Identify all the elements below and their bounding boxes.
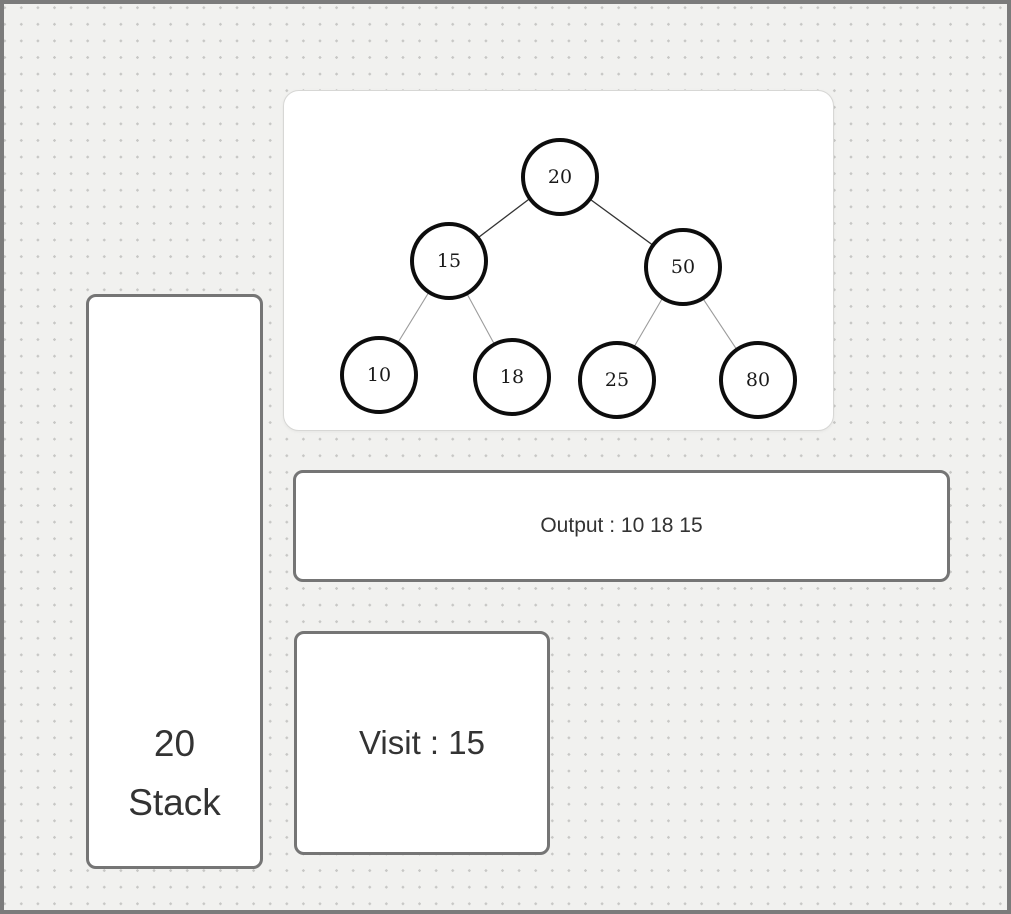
output-text: Output : 10 18 15 (540, 514, 703, 537)
output-box[interactable]: Output : 10 18 15 (293, 470, 950, 582)
tree-node-root[interactable]: 20 (521, 138, 599, 216)
tree-node-label: 15 (436, 250, 462, 272)
tree-node[interactable]: 80 (719, 341, 797, 419)
visit-text: Visit : 15 (359, 724, 485, 761)
tree-node[interactable]: 10 (340, 336, 418, 414)
tree-panel[interactable]: 20 15 50 10 18 25 80 (283, 90, 834, 431)
tree-node[interactable]: 18 (473, 338, 551, 416)
tree-node-label: 10 (366, 364, 392, 386)
visit-box[interactable]: Visit : 15 (294, 631, 550, 855)
tree-node-label: 25 (604, 369, 630, 391)
tree-node[interactable]: 25 (578, 341, 656, 419)
stack-label: Stack (128, 781, 221, 823)
tree-node-label: 50 (670, 256, 696, 278)
tree-node-label: 20 (547, 166, 573, 188)
stack-box[interactable]: 20 Stack (86, 294, 263, 869)
stack-item: 20 (153, 723, 196, 765)
tree-node[interactable]: 50 (644, 228, 722, 306)
tree-node-label: 18 (499, 366, 525, 388)
tree-node-label: 80 (745, 369, 771, 391)
tree-node[interactable]: 15 (410, 222, 488, 300)
